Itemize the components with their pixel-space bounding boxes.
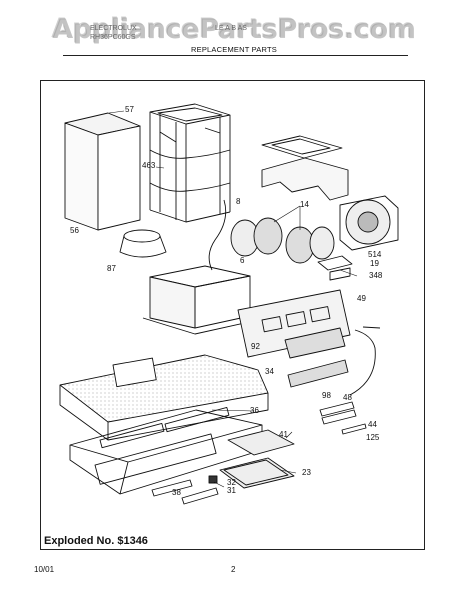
header-rule — [63, 55, 408, 56]
control-panel-part — [237, 289, 381, 396]
callout-514: 514 — [368, 250, 382, 259]
leader-lines — [108, 110, 358, 488]
exploded-caption: Exploded No. $1346 — [44, 535, 148, 547]
callout-19: 19 — [370, 259, 379, 268]
callout-32: 32 — [227, 478, 236, 487]
frame-tower-part — [149, 103, 231, 223]
callout-463: 463 — [142, 161, 156, 170]
callout-348: 348 — [369, 271, 383, 280]
callout-92: 92 — [251, 342, 260, 351]
footer-date: 10/01 — [34, 565, 55, 574]
footer-page-number: 2 — [231, 565, 236, 574]
page-subtitle: REPLACEMENT PARTS — [191, 45, 277, 54]
callout-41: 41 — [279, 430, 288, 439]
hood-inner-box-part — [142, 265, 259, 335]
blower-assembly-part — [230, 195, 399, 264]
callout-36: 36 — [250, 406, 259, 415]
callout-98: 98 — [322, 391, 331, 400]
callout-57: 57 — [125, 105, 134, 114]
grease-filter-part — [219, 429, 295, 489]
header-right: LE A B AS — [215, 25, 247, 32]
callout-23: 23 — [302, 468, 311, 477]
callout-31: 31 — [227, 486, 236, 495]
callout-34: 34 — [265, 367, 274, 376]
diagram-frame — [40, 80, 425, 550]
hardware-parts — [151, 475, 219, 505]
watermark-logo: AppliancePartsPros.com — [52, 14, 416, 45]
callout-125: 125 — [366, 433, 380, 442]
blower-bracket-part — [261, 157, 349, 201]
callout-49: 49 — [357, 294, 366, 303]
bracket-small-parts — [317, 255, 353, 281]
callout-6: 6 — [240, 256, 245, 265]
hood-shell-part — [59, 354, 269, 441]
callout-56: 56 — [70, 226, 79, 235]
filter-box-part — [64, 112, 141, 231]
light-parts — [319, 401, 367, 435]
header-brand: ELECTROLUX — [90, 25, 137, 32]
callout-48: 48 — [343, 393, 352, 402]
callout-87: 87 — [107, 264, 116, 273]
callout-8: 8 — [236, 197, 241, 206]
callout-14: 14 — [300, 200, 309, 209]
callout-38: 38 — [172, 488, 181, 497]
damper-plate-part — [261, 135, 343, 159]
callout-44: 44 — [368, 420, 377, 429]
duct-transition-part — [119, 229, 167, 258]
wire-harness — [208, 199, 227, 271]
header-model: RH36PC60GS — [90, 34, 136, 41]
